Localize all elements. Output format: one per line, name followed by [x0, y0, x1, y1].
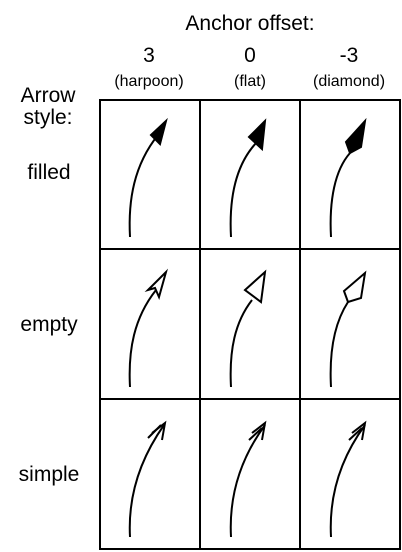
arrow-shaft	[329, 152, 351, 238]
arrow-shaft	[229, 141, 258, 238]
arrowhead-empty-harpoon	[144, 268, 168, 300]
arrowhead-simple-barbs	[251, 420, 267, 441]
arrowhead-filled-harpoon	[149, 117, 168, 146]
arrowhead-simple-harpoon-line	[147, 424, 162, 439]
arrow-simple-diamond	[329, 420, 367, 538]
column-name-flat: (flat)	[234, 73, 266, 90]
arrowhead-empty-flat	[243, 269, 267, 304]
column-name-diamond: (diamond)	[312, 73, 386, 90]
arrowhead-simple-diamond-line	[348, 427, 363, 441]
arrow-shaft	[229, 299, 253, 388]
grid-outer-border	[99, 99, 401, 550]
arrow-style-header-line2: style:	[23, 106, 73, 129]
arrow-empty-diamond	[329, 270, 367, 388]
arrow-simple-harpoon	[128, 420, 167, 538]
arrow-simple-flat	[229, 420, 267, 538]
row-label-empty: empty	[20, 313, 78, 336]
arrow-shaft	[329, 301, 349, 388]
arrow-shaft	[128, 424, 165, 538]
column-value-diamond: -3	[339, 44, 359, 67]
arrowhead-empty-diamond	[342, 270, 367, 304]
arrow-shaft	[329, 424, 366, 538]
column-value-flat: 0	[244, 44, 256, 67]
arrow-filled-diamond	[329, 117, 367, 238]
arrow-shaft	[128, 134, 159, 238]
arrowhead-filled-diamond	[344, 117, 367, 155]
arrow-shaft	[229, 424, 266, 538]
arrowhead-filled-flat	[247, 118, 267, 152]
arrow-style-header-line1: Arrow	[20, 84, 76, 107]
arrowhead-simple-flat-line	[248, 427, 263, 441]
row-label-filled: filled	[27, 161, 71, 184]
grid-lines	[99, 99, 401, 550]
arrow-filled-harpoon	[128, 117, 168, 238]
arrow-shaft	[128, 289, 157, 388]
column-name-harpoon: (harpoon)	[114, 73, 184, 90]
column-value-harpoon: 3	[143, 44, 155, 67]
arrow-empty-harpoon	[128, 268, 168, 388]
arrowhead-simple-barbs	[351, 420, 367, 441]
row-label-simple: simple	[18, 463, 80, 486]
anchor-offset-title: Anchor offset:	[185, 12, 315, 35]
arrow-empty-flat	[229, 269, 267, 388]
arrow-filled-flat	[229, 118, 267, 238]
